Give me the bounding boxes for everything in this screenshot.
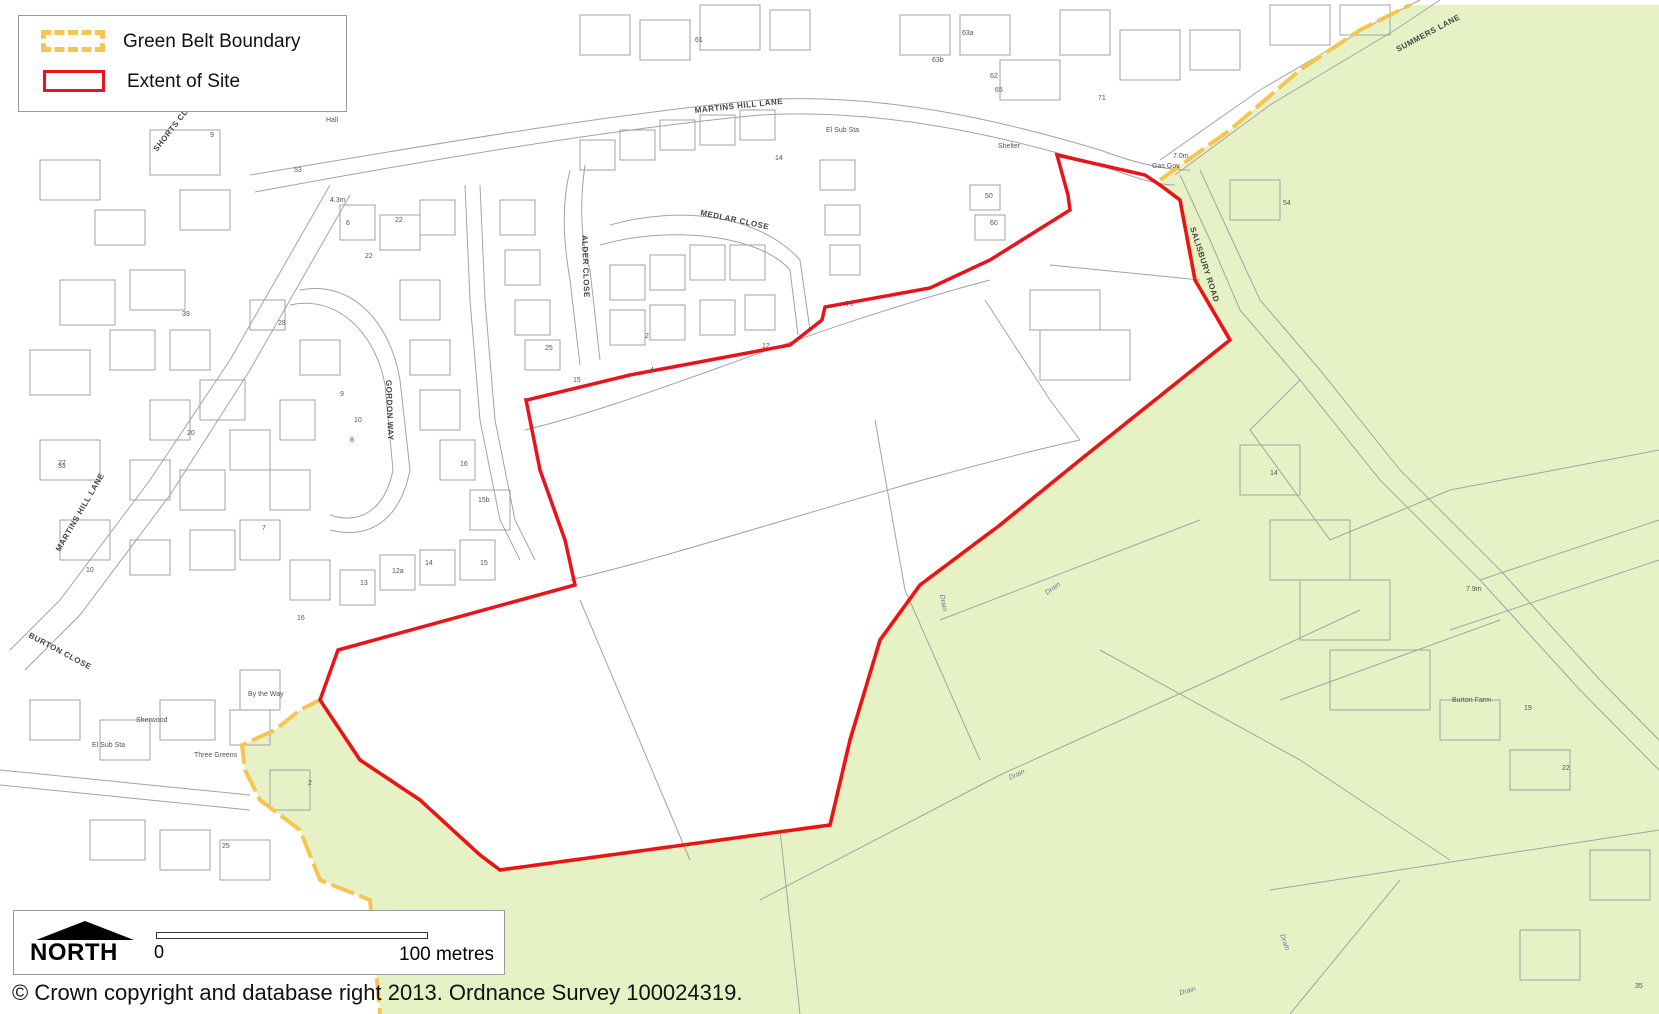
svg-text:10: 10 [86,567,94,574]
svg-text:14: 14 [775,155,783,162]
svg-text:50: 50 [985,193,993,200]
svg-text:33: 33 [58,463,66,470]
north-label: NORTH [30,939,118,966]
legend-label: Extent of Site [127,71,241,92]
place-label: 7.0m [1173,153,1189,160]
scale-bar [156,932,428,939]
svg-text:9: 9 [340,391,344,398]
place-label: Hall [326,117,339,124]
drain-label: Drain [1179,986,1197,997]
legend-item-green-belt: Green Belt Boundary [19,26,346,56]
svg-text:25: 25 [222,843,230,850]
svg-text:54: 54 [1283,200,1291,207]
svg-text:20: 20 [187,430,195,437]
map-legend: Green Belt Boundary Extent of Site [18,15,347,112]
svg-text:12a: 12a [392,568,404,575]
place-label: 7.9m [1466,586,1482,593]
svg-text:22: 22 [395,217,403,224]
scale-start-label: 0 [154,942,165,962]
svg-text:53: 53 [294,167,302,174]
svg-text:63b: 63b [932,57,944,64]
svg-text:15: 15 [480,560,488,567]
place-label: Burton Farm [1452,697,1491,704]
svg-text:60: 60 [990,220,998,227]
svg-text:15: 15 [573,377,581,384]
svg-text:2: 2 [645,333,649,340]
legend-label: Green Belt Boundary [123,31,301,52]
site-extent-swatch-icon [43,70,105,92]
svg-text:14: 14 [1270,470,1278,477]
svg-text:14: 14 [425,560,433,567]
svg-text:8: 8 [350,437,354,444]
svg-text:35: 35 [1635,983,1643,990]
drain-label: Drain [938,594,948,612]
scale-end-label: 100 metres [399,944,495,965]
road-label-alder-close: ALDER CLOSE [580,235,591,298]
svg-text:61: 61 [695,37,703,44]
svg-text:28: 28 [278,320,286,327]
copyright-notice: © Crown copyright and database right 201… [12,980,743,1005]
green-belt-swatch-icon [41,30,105,52]
svg-text:7: 7 [262,525,266,532]
svg-text:25: 25 [545,345,553,352]
place-label: Gas Gov [1152,163,1180,170]
place-label: El Sub Sta [92,742,125,749]
svg-text:13: 13 [360,580,368,587]
svg-text:16: 16 [460,461,468,468]
svg-text:22: 22 [365,253,373,260]
svg-text:12: 12 [762,343,770,350]
green-belt-area [242,5,1659,1014]
place-label: Three Greens [194,752,238,759]
house-numbers: 61 14 63a 63b 62 65 71 54 14 2 4 12 15 9… [58,30,1643,990]
svg-text:16: 16 [297,615,305,622]
place-label: Shelter [998,143,1021,150]
svg-text:10: 10 [354,417,362,424]
svg-text:63a: 63a [962,30,974,37]
svg-text:22: 22 [1562,765,1570,772]
road-label-gordon-way: GORDON WAY [384,380,395,441]
svg-text:19: 19 [1524,705,1532,712]
svg-text:4: 4 [650,367,654,374]
svg-text:6: 6 [346,220,350,227]
place-label: 4.3m [330,197,346,204]
svg-text:71: 71 [1098,95,1106,102]
place-label: El Sub Sta [826,127,859,134]
svg-text:39: 39 [182,311,190,318]
place-label: Sherwood [136,717,168,724]
legend-item-site-extent: Extent of Site [19,66,346,96]
svg-text:27: 27 [58,460,66,467]
svg-text:70: 70 [846,301,854,308]
north-arrow-icon [36,921,134,940]
svg-text:9: 9 [210,132,214,139]
svg-text:65: 65 [995,87,1003,94]
svg-text:2: 2 [308,780,312,787]
svg-text:62: 62 [990,73,998,80]
place-label: By the Way [248,691,284,698]
scale-north-box: NORTH 0 100 metres [13,910,505,975]
svg-text:15b: 15b [478,497,490,504]
site-extent-boundary [318,152,1233,872]
